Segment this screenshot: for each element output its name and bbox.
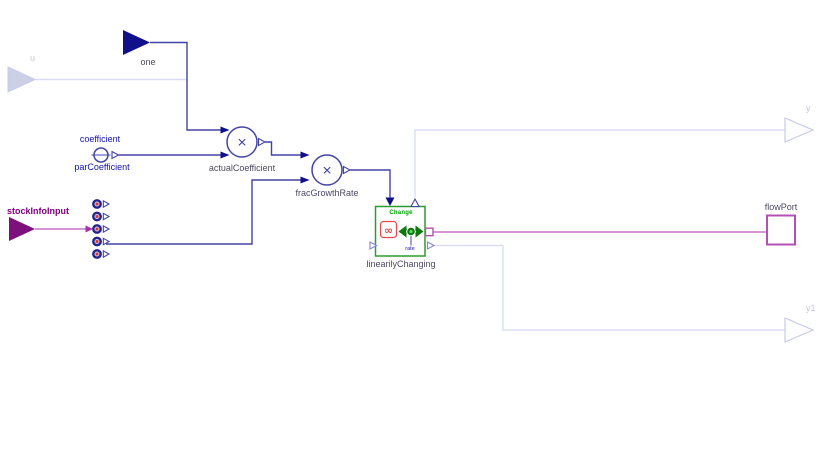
rate-arrow-icon xyxy=(398,225,424,238)
block-parCoefficient[interactable] xyxy=(91,147,120,163)
label-one: one xyxy=(140,57,156,67)
input-port-u[interactable] xyxy=(7,66,37,93)
block-one[interactable] xyxy=(123,30,150,55)
right-output-port-icon xyxy=(426,241,436,250)
label-parCoefficient: parCoefficient xyxy=(74,162,130,172)
label-y: y xyxy=(806,103,811,113)
wire-to-y[interactable] xyxy=(414,129,785,198)
port-flowPort[interactable] xyxy=(766,214,796,246)
label-y1: y1 xyxy=(806,303,816,313)
stock-info-port-4 xyxy=(92,236,111,247)
wire-actualCoefficient-to-fracGrowthRate[interactable] xyxy=(265,141,310,159)
label-actualCoefficient: actualCoefficient xyxy=(208,163,276,173)
multiply-icon: × xyxy=(237,135,246,152)
wire-to-y1[interactable] xyxy=(434,244,785,331)
block-linearilyChanging[interactable]: ∞ xyxy=(369,197,436,257)
output-port-y1[interactable] xyxy=(784,317,815,343)
label-linearilyChanging: linearilyChanging xyxy=(366,259,436,269)
output-port-icon xyxy=(257,137,267,147)
output-port-icon xyxy=(342,165,352,175)
wire-stockInfoInput[interactable] xyxy=(35,225,93,233)
label-change: Change xyxy=(389,210,413,216)
stock-info-port-2 xyxy=(92,211,111,222)
infinity-box-icon xyxy=(379,220,398,239)
stock-info-port-5 xyxy=(92,249,111,259)
stock-info-port-1 xyxy=(92,199,111,209)
infinity-icon: ∞ xyxy=(384,224,393,237)
stock-info-ports[interactable] xyxy=(92,199,111,259)
left-port-icon xyxy=(369,241,378,250)
wire-fracGrowthRate-to-linearilyChanging[interactable] xyxy=(350,169,395,206)
stock-info-port-3 xyxy=(92,224,111,234)
wire-parCoefficient-to-actualCoefficient[interactable] xyxy=(118,151,230,159)
output-port-icon xyxy=(111,150,120,160)
label-rate: rate xyxy=(405,246,415,252)
block-actualCoefficient[interactable]: × xyxy=(226,126,267,158)
output-port-y[interactable] xyxy=(784,117,815,143)
label-fracGrowthRate: fracGrowthRate xyxy=(295,188,359,198)
top-output-port-icon xyxy=(410,197,420,208)
block-fracGrowthRate[interactable]: × xyxy=(311,154,352,186)
right-flow-port-icon xyxy=(424,227,434,237)
label-coefficient: coefficient xyxy=(79,134,121,144)
label-u: u xyxy=(30,53,36,63)
input-port-stockInfoInput[interactable] xyxy=(9,217,35,241)
label-flowPort: flowPort xyxy=(764,202,798,212)
label-stockInfoInput: stockInfoInput xyxy=(7,206,69,216)
wire-one-to-actualCoefficient[interactable] xyxy=(150,41,230,134)
wire-stockports-to-fracGrowthRate[interactable] xyxy=(106,176,310,245)
multiply-icon: × xyxy=(322,163,331,180)
